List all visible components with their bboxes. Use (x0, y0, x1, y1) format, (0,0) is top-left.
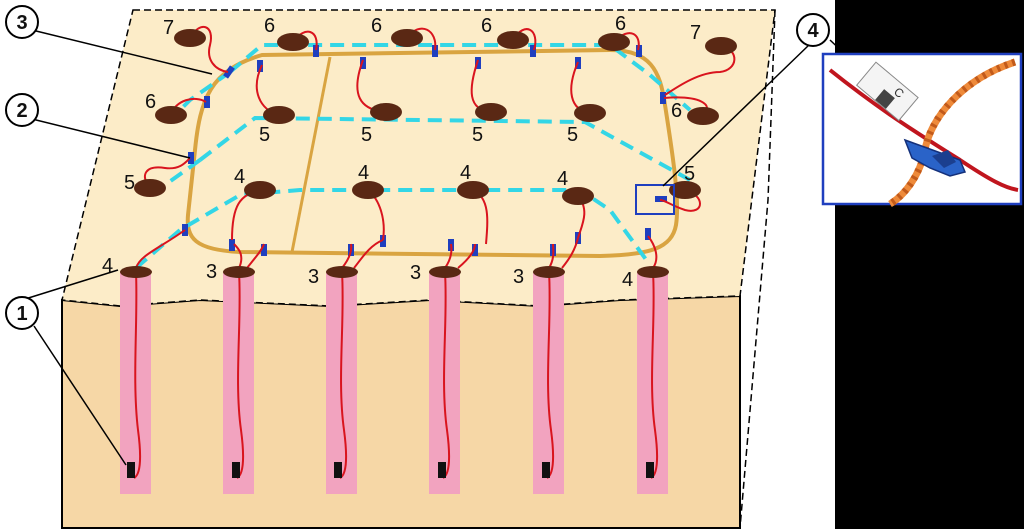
electrode-label: 4 (622, 269, 633, 291)
callout-number: 4 (807, 20, 819, 42)
electrode-label: 4 (460, 162, 471, 184)
electrode-label: 3 (308, 266, 319, 288)
connector-inset: C (821, 52, 1023, 208)
side-face-edge (739, 9, 776, 529)
downhole-electrode (334, 462, 342, 478)
electrode-label: 3 (206, 261, 217, 283)
callout-circle (796, 13, 830, 47)
electrode-labels: 7 6 6 6 6 7 6 6 5 5 5 5 5 5 4 4 4 4 4 3 … (102, 13, 701, 291)
callout-number: 3 (16, 12, 27, 34)
electrode-label: 5 (259, 124, 270, 146)
downhole-electrode (542, 462, 550, 478)
electrode-label: 3 (410, 262, 421, 284)
loop-cross-wire (290, 56, 332, 253)
electrode-label: 6 (264, 15, 275, 37)
ground-surface (61, 9, 776, 307)
electrode-label: 5 (472, 124, 483, 146)
electrode-label: 5 (567, 124, 578, 146)
electrode-label: 7 (163, 17, 174, 39)
electrode-label: 6 (145, 91, 156, 113)
electrode-label: 3 (513, 266, 524, 288)
downhole-electrode (127, 462, 135, 478)
downhole-electrode (646, 462, 654, 478)
downhole-electrode (232, 462, 240, 478)
callout-number: 2 (16, 100, 27, 122)
surface-electrodes (120, 29, 737, 278)
electrode-label: 5 (684, 163, 695, 185)
detail-box (635, 184, 675, 215)
inset-orange-cable-texture (888, 58, 1017, 208)
electrode-label: 6 (481, 15, 492, 37)
callouts: 3 2 1 4 (5, 5, 830, 330)
downhole-electrode (438, 462, 446, 478)
callout-number: 1 (16, 303, 27, 325)
electrode-label: 4 (234, 166, 245, 188)
inset-clip-detail (932, 150, 956, 168)
electrode-label: 4 (557, 168, 568, 190)
inset-tag (855, 61, 919, 122)
electrode-label: 5 (361, 124, 372, 146)
electrode-label: 4 (358, 162, 369, 184)
electrode-label: 6 (615, 13, 626, 35)
electrode-label: 5 (124, 172, 135, 194)
electrode-label: 6 (671, 100, 682, 122)
electrode-label: 4 (102, 255, 113, 277)
borehole-lead-wires (133, 271, 659, 479)
callout-circle (5, 93, 39, 127)
callout-circle (5, 296, 39, 330)
inset-qr-code (875, 89, 895, 109)
callout-circle (5, 5, 39, 39)
electrode-label: 7 (690, 22, 701, 44)
downhole-electrodes (127, 462, 654, 478)
electrode-label: 6 (371, 15, 382, 37)
